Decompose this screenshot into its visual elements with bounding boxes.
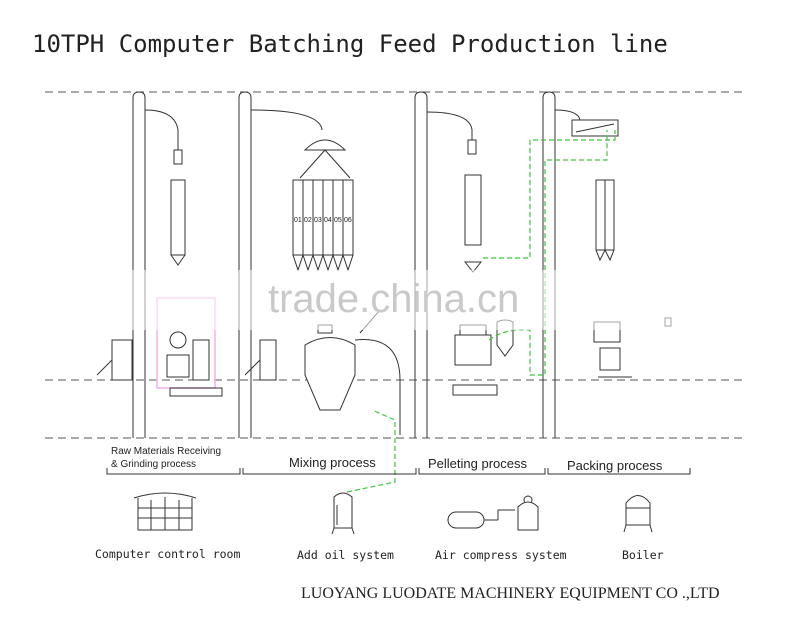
bin-number: 04 — [324, 217, 332, 224]
process-label-receiving-grinding: Raw Materials Receiving — [111, 446, 221, 457]
mixing-section: 01 02 03 04 05 06 — [244, 139, 401, 435]
process-label-receiving-grinding-line2: & Grinding process — [111, 459, 196, 470]
process-bracket-2 — [242, 468, 417, 475]
bin-number: 05 — [334, 217, 342, 224]
system-label-boiler: Boiler — [622, 548, 664, 562]
boiler-icon — [623, 495, 653, 533]
watermark-text: trade.china.cn — [268, 277, 519, 321]
watermark-band — [0, 270, 800, 330]
elevator-column-2 — [238, 91, 323, 438]
process-bracket-3 — [418, 468, 546, 475]
process-label-mixing: Mixing process — [289, 455, 376, 470]
air-compressor-icon — [447, 495, 539, 531]
system-label-air-compress: Air compress system — [435, 548, 567, 562]
company-name: LUOYANG LUODATE MACHINERY EQUIPMENT CO .… — [301, 585, 720, 602]
oil-tank-icon — [331, 492, 355, 535]
process-bracket-4 — [547, 468, 691, 475]
air-pipeline — [483, 130, 616, 259]
process-label-packing: Packing process — [567, 458, 663, 473]
packing-section — [571, 119, 672, 378]
grinding-section — [96, 149, 223, 397]
elevator-column-4 — [542, 91, 581, 438]
elevator-column-3 — [414, 91, 473, 438]
process-bracket-1 — [106, 468, 241, 475]
system-label-control-room: Computer control room — [95, 547, 240, 561]
bin-number: 06 — [344, 217, 352, 224]
diagram-title: 10TPH Computer Batching Feed Production … — [32, 30, 668, 58]
bin-number: 03 — [314, 217, 322, 224]
system-label-add-oil: Add oil system — [297, 548, 394, 562]
control-room-icon — [133, 492, 197, 531]
pelleting-section — [452, 139, 514, 396]
bin-number: 02 — [304, 217, 312, 224]
process-label-pelleting: Pelleting process — [428, 456, 527, 471]
elevator-column-1 — [132, 91, 179, 438]
oil-pipeline — [346, 409, 396, 493]
bin-number: 01 — [294, 217, 302, 224]
